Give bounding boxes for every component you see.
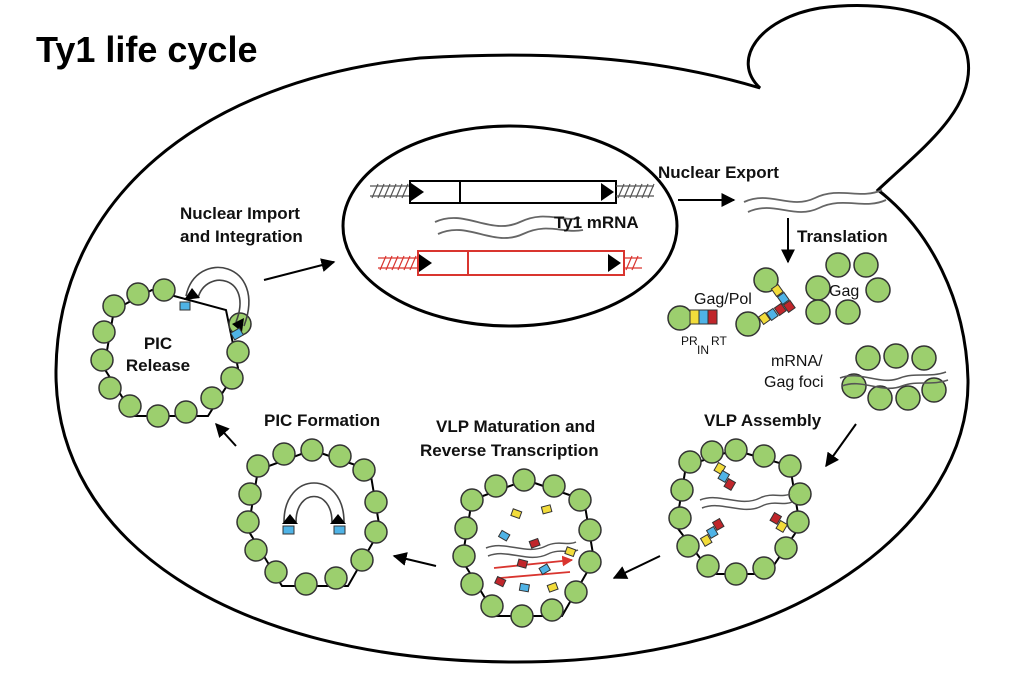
ty1-mrna-label: Ty1 mRNA bbox=[554, 213, 639, 232]
gag-cluster bbox=[805, 252, 891, 325]
yeast-cell-outline bbox=[54, 4, 971, 664]
vlp-assembly-label: VLP Assembly bbox=[704, 411, 822, 430]
cytoplasmic-mrna bbox=[743, 189, 887, 213]
ty1-mrna-strands bbox=[434, 215, 584, 239]
nuclear-import-arrow bbox=[263, 258, 336, 281]
mrna-gag-foci-label-line2: Gag foci bbox=[764, 374, 824, 391]
pic-formation-label: PIC Formation bbox=[264, 411, 380, 430]
hatched-flank-right bbox=[616, 183, 655, 199]
mrna-gag-foci bbox=[839, 343, 949, 411]
translation-label: Translation bbox=[797, 227, 888, 246]
pic-formation-particle bbox=[236, 438, 388, 596]
gag-label: Gag bbox=[829, 283, 859, 300]
gag-pol-label: Gag/Pol bbox=[694, 291, 752, 308]
pic-release-particle bbox=[90, 266, 252, 428]
in-label: IN bbox=[697, 343, 709, 357]
vlp-assembly-particle bbox=[668, 438, 812, 586]
nuclear-export-label: Nuclear Export bbox=[658, 163, 779, 182]
red-hatched-flank-right bbox=[624, 255, 642, 271]
vlp-maturation-label-line1: VLP Maturation and bbox=[436, 417, 595, 436]
red-ltr-arrow-right bbox=[608, 254, 621, 272]
rt-label: RT bbox=[711, 334, 727, 348]
ty1-element-genomic bbox=[370, 180, 655, 204]
nuclear-import-label-line1: Nuclear Import bbox=[180, 204, 300, 223]
vlp-maturation-label-line2: Reverse Transcription bbox=[420, 441, 599, 460]
nucleus bbox=[341, 124, 679, 328]
red-ltr-arrow-left bbox=[419, 254, 432, 272]
vlp-mature-particle bbox=[452, 468, 602, 628]
red-hatched-flank-left bbox=[378, 255, 418, 271]
ltr-arrow-right bbox=[601, 183, 614, 201]
pic-release-label-line1: PIC bbox=[144, 334, 172, 353]
diagram-title: Ty1 life cycle bbox=[36, 29, 257, 70]
hatched-flank-left bbox=[370, 183, 410, 199]
pic-release-label-line2: Release bbox=[126, 356, 190, 375]
ty1-element-integrated bbox=[378, 250, 642, 276]
gag-pol-chain bbox=[735, 267, 796, 337]
mrna-gag-foci-label-line1: mRNA/ bbox=[771, 353, 823, 370]
maturation-to-pic-formation-arrow bbox=[392, 552, 437, 567]
ltr-arrow-left bbox=[411, 183, 424, 201]
pr-label: PR bbox=[681, 334, 698, 348]
foci-to-assembly-arrow bbox=[825, 423, 857, 468]
gag-pol-protein bbox=[667, 305, 718, 331]
assembly-to-maturation-arrow bbox=[612, 555, 661, 579]
nuclear-import-label-line2: and Integration bbox=[180, 227, 303, 246]
pic-formation-to-release-arrow bbox=[215, 422, 237, 447]
